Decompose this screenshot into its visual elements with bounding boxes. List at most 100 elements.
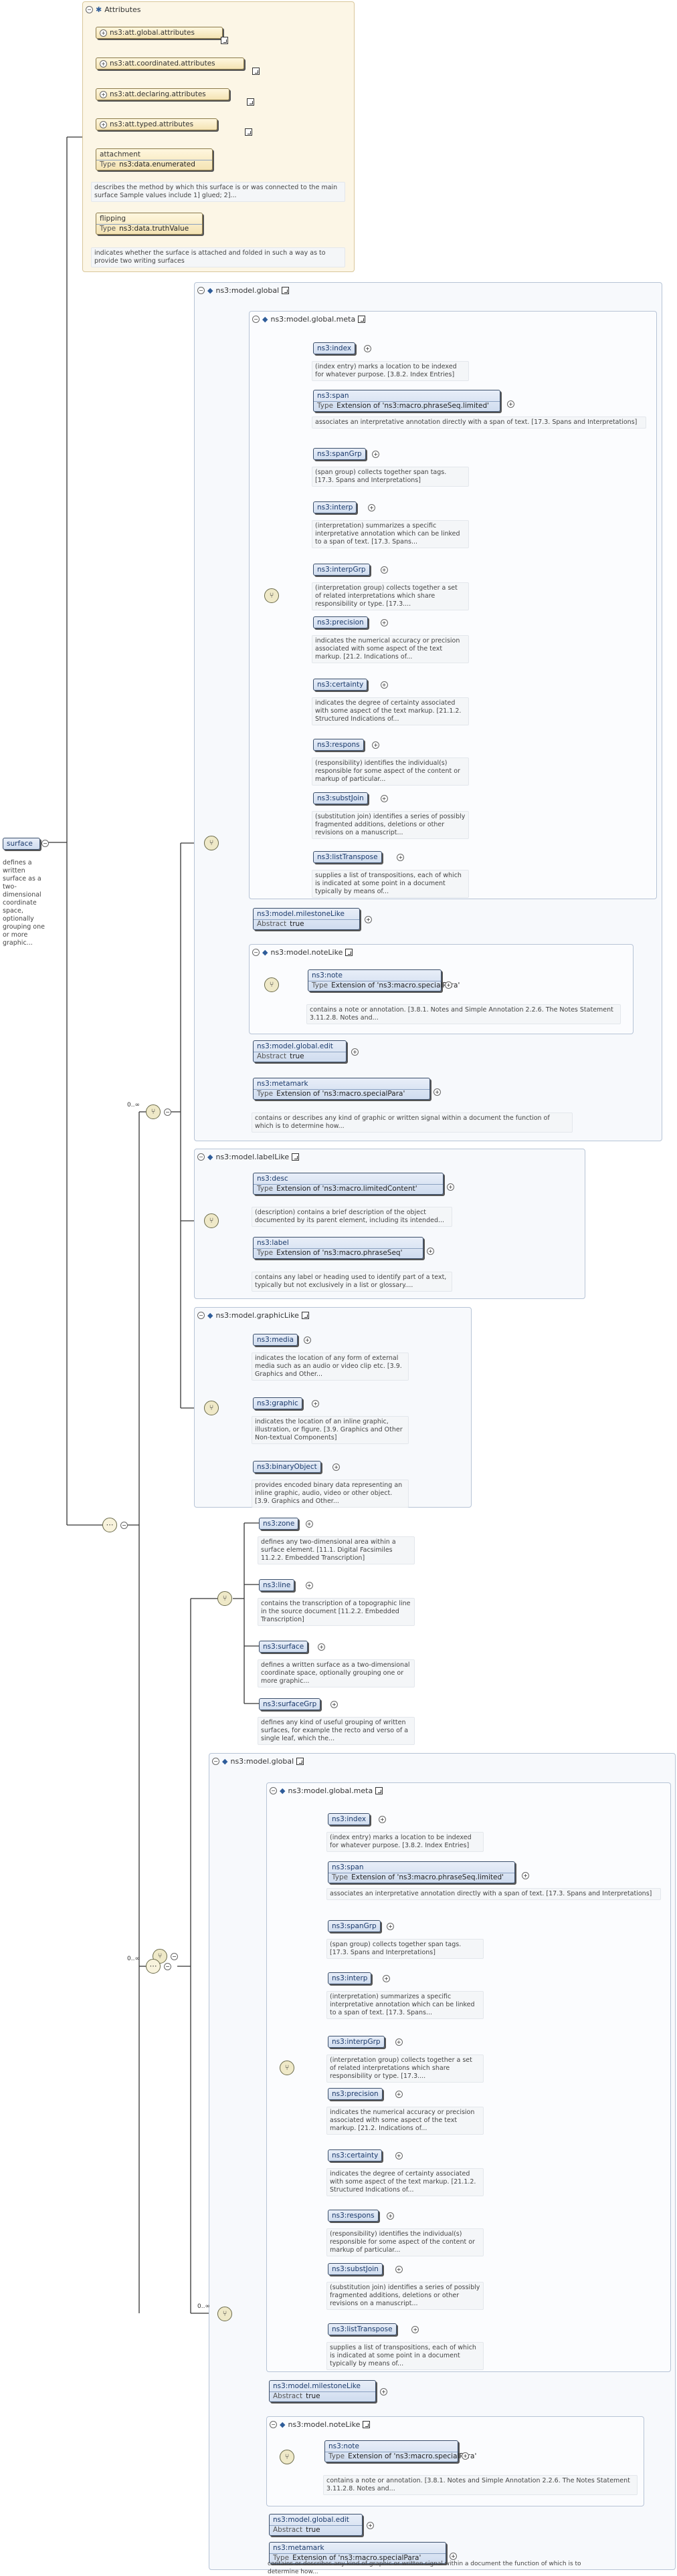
attributes-toggle[interactable]: −	[86, 5, 93, 13]
external-link-icon[interactable]	[375, 1786, 383, 1794]
element-listtranspose[interactable]: ns3:listTranspose	[313, 851, 382, 863]
collapse-toggle[interactable]: −	[252, 948, 260, 956]
compositor-toggle[interactable]: −	[164, 1108, 171, 1116]
external-link-icon[interactable]	[244, 128, 252, 136]
element-respons[interactable]: ns3:respons	[328, 2210, 379, 2222]
expand-icon[interactable]: +	[395, 2152, 403, 2159]
external-link-icon[interactable]	[296, 1757, 304, 1765]
expand-icon[interactable]: +	[367, 2522, 374, 2529]
collapse-toggle[interactable]: −	[270, 2420, 277, 2428]
expand-icon[interactable]: +	[318, 1643, 326, 1651]
collapse-toggle[interactable]: −	[252, 315, 260, 323]
expand-icon[interactable]: +	[330, 1701, 338, 1708]
compositor-toggle[interactable]: −	[164, 1963, 171, 1970]
element-binaryobject[interactable]: ns3:binaryObject	[253, 1461, 321, 1473]
element-precision[interactable]: ns3:precision	[328, 2088, 383, 2100]
element-certainty[interactable]: ns3:certainty	[313, 679, 368, 691]
expand-icon[interactable]: +	[305, 1582, 313, 1589]
expand-icon[interactable]: +	[395, 2038, 403, 2046]
expand-icon[interactable]: +	[305, 1520, 313, 1528]
expand-icon[interactable]: +	[312, 1400, 320, 1407]
element-substjoin[interactable]: ns3:substJoin	[328, 2263, 383, 2275]
external-link-icon[interactable]	[247, 98, 254, 106]
element-precision[interactable]: ns3:precision	[313, 616, 368, 628]
attribute-group-typed[interactable]: +ns3:att.typed.attributes	[96, 118, 217, 130]
element-certainty[interactable]: ns3:certainty	[328, 2149, 383, 2161]
element-surface[interactable]: ns3:surface	[259, 1641, 308, 1653]
expand-icon[interactable]: +	[462, 2452, 469, 2460]
external-link-icon[interactable]	[221, 37, 228, 44]
expand-icon[interactable]: +	[100, 91, 107, 98]
element-zone[interactable]: ns3:zone	[259, 1518, 299, 1530]
compositor-toggle[interactable]: −	[120, 1522, 128, 1529]
element-interp[interactable]: ns3:interp	[328, 1972, 372, 1984]
root-element-surface[interactable]: surface	[3, 838, 40, 850]
external-link-icon[interactable]	[292, 1153, 300, 1161]
expand-icon[interactable]: +	[450, 2553, 457, 2560]
attribute-group-declaring[interactable]: +ns3:att.declaring.attributes	[96, 88, 229, 100]
expand-icon[interactable]: +	[397, 854, 405, 861]
external-link-icon[interactable]	[282, 286, 290, 294]
expand-icon[interactable]: +	[380, 795, 388, 802]
attribute-group-coordinated[interactable]: +ns3:att.coordinated.attributes	[96, 57, 244, 70]
expand-icon[interactable]: +	[380, 2388, 387, 2395]
expand-icon[interactable]: +	[380, 619, 388, 626]
expand-icon[interactable]: +	[522, 1872, 529, 1879]
expand-icon[interactable]: +	[380, 681, 388, 689]
expand-icon[interactable]: +	[372, 451, 380, 458]
expand-icon[interactable]: +	[332, 1463, 341, 1471]
external-link-icon[interactable]	[345, 948, 353, 956]
collapse-toggle[interactable]: −	[197, 1311, 205, 1319]
expand-icon[interactable]: +	[411, 2326, 419, 2333]
collapse-toggle[interactable]: −	[212, 1757, 219, 1765]
collapse-toggle[interactable]: −	[197, 286, 205, 294]
expand-icon[interactable]: +	[100, 121, 107, 128]
expand-icon[interactable]: +	[447, 1183, 454, 1191]
expand-icon[interactable]: +	[303, 1336, 311, 1344]
external-link-icon[interactable]	[358, 315, 366, 323]
external-link-icon[interactable]	[363, 2420, 371, 2428]
expand-icon[interactable]: +	[372, 741, 380, 749]
element-spangrp[interactable]: ns3:spanGrp	[313, 448, 366, 460]
element-interp[interactable]: ns3:interp	[313, 501, 357, 513]
element-spangrp[interactable]: ns3:spanGrp	[328, 1920, 381, 1932]
expand-icon[interactable]: +	[387, 1923, 395, 1930]
element-line[interactable]: ns3:line	[259, 1579, 295, 1591]
expand-icon[interactable]: +	[351, 1048, 359, 1056]
expand-icon[interactable]: +	[100, 29, 107, 37]
element-respons[interactable]: ns3:respons	[313, 739, 364, 751]
element-surfacegrp[interactable]: ns3:surfaceGrp	[259, 1698, 321, 1710]
expand-icon[interactable]: +	[363, 345, 371, 352]
expand-icon[interactable]: +	[100, 60, 107, 68]
expand-icon[interactable]: +	[433, 1088, 441, 1096]
expand-icon[interactable]: +	[445, 981, 452, 989]
element-substjoin[interactable]: ns3:substJoin	[313, 792, 368, 804]
element-index[interactable]: ns3:index	[328, 1813, 371, 1825]
expand-icon[interactable]: +	[507, 400, 514, 408]
expand-icon[interactable]: +	[380, 566, 388, 574]
element-interpgrp[interactable]: ns3:interpGrp	[313, 564, 370, 576]
root-collapse-toggle[interactable]: −	[41, 840, 49, 847]
expand-icon[interactable]: +	[395, 2091, 403, 2098]
expand-icon[interactable]: +	[368, 504, 375, 511]
expand-icon[interactable]: +	[387, 2212, 395, 2220]
expand-icon[interactable]: +	[383, 1975, 390, 1982]
collapse-toggle[interactable]: −	[270, 1786, 277, 1794]
compositor-toggle[interactable]: −	[171, 1953, 178, 1960]
element-index[interactable]: ns3:index	[313, 342, 356, 354]
expand-icon[interactable]: +	[427, 1248, 434, 1255]
